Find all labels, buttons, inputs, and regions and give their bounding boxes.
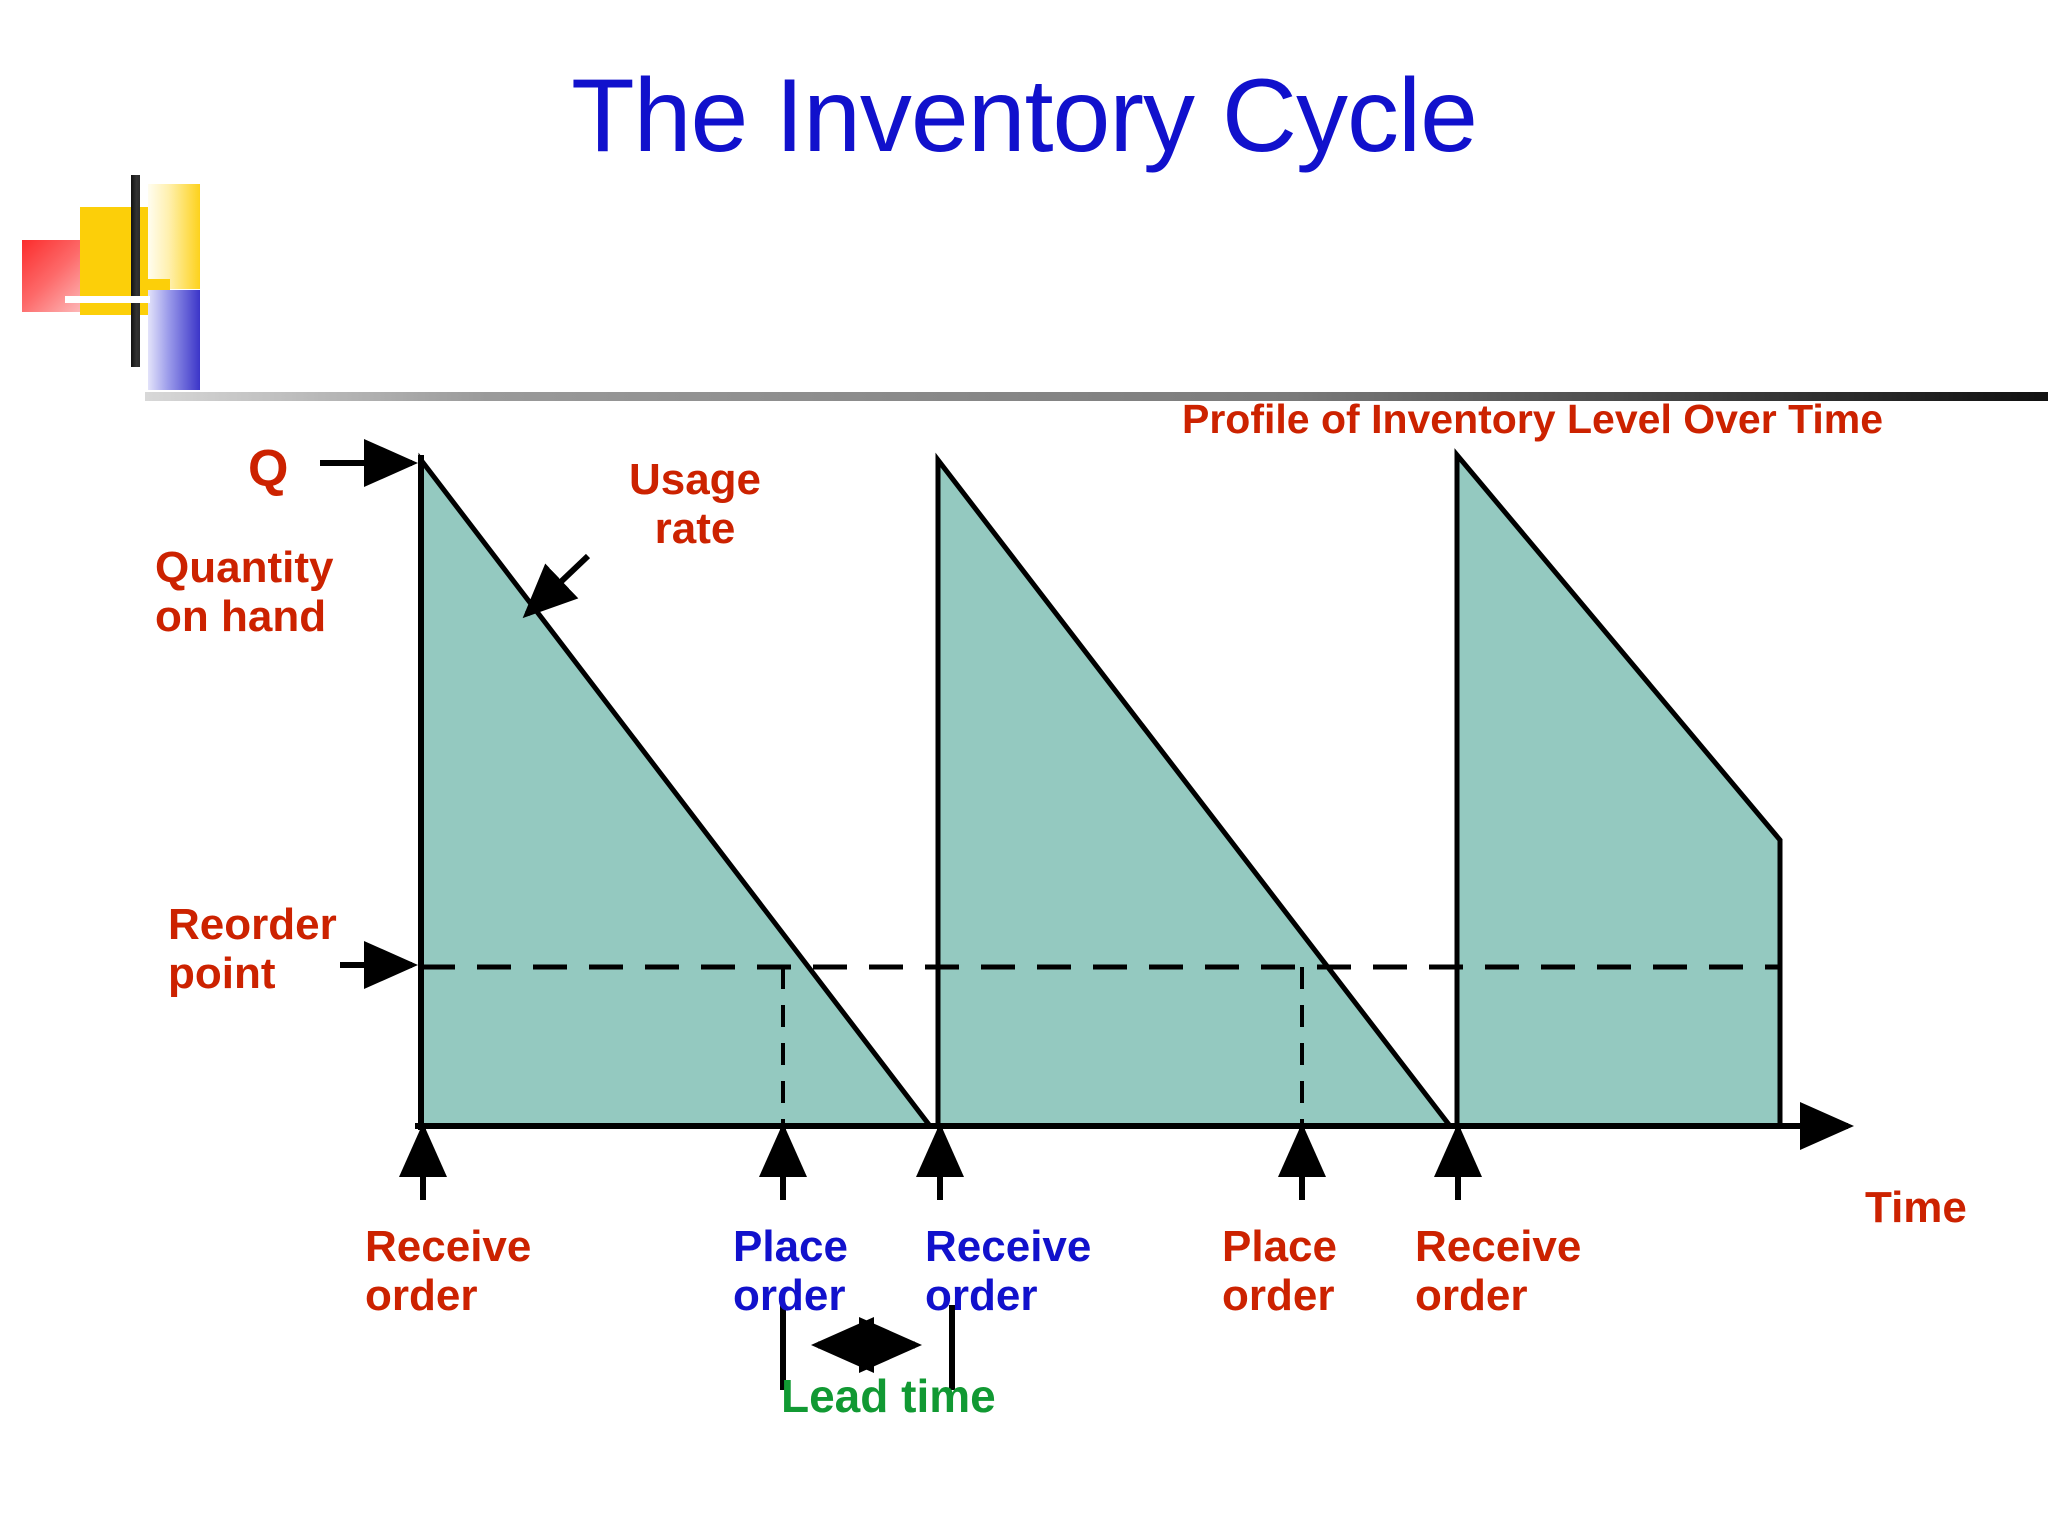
reorder-point-label: Reorder point bbox=[168, 900, 337, 999]
usage-rate-label: Usage rate bbox=[628, 455, 762, 554]
event-tick-arrows bbox=[399, 1123, 1482, 1200]
lead-time-label: Lead time bbox=[781, 1370, 996, 1422]
inventory-level-areas bbox=[418, 448, 1783, 1129]
logo-black-bar-icon bbox=[131, 175, 140, 367]
inventory-cycle-1 bbox=[418, 452, 936, 1129]
chart-caption: Profile of Inventory Level Over Time bbox=[1182, 396, 1884, 442]
inventory-cycle-2 bbox=[935, 452, 1456, 1129]
logo-white-tick-icon bbox=[65, 296, 150, 303]
event-label-receive-order-1: Receive order bbox=[365, 1222, 532, 1321]
event-label-place-order-1: Place order bbox=[733, 1222, 848, 1321]
event-label-place-order-2: Place order bbox=[1222, 1222, 1337, 1321]
logo-blue-block-icon bbox=[148, 290, 200, 390]
page-title: The Inventory Cycle bbox=[571, 58, 1478, 174]
usage-rate-leader-arrow bbox=[522, 553, 591, 619]
logo-yellow-small-block-icon bbox=[148, 279, 170, 291]
logo-yellow-front-block-icon bbox=[148, 184, 200, 289]
inventory-cycle-3 bbox=[1454, 448, 1783, 1129]
x-axis-label: Time bbox=[1865, 1183, 1967, 1232]
event-label-receive-order-3: Receive order bbox=[1415, 1222, 1582, 1321]
order-quantity-symbol: Q bbox=[248, 440, 289, 498]
lead-time-bracket bbox=[780, 1305, 955, 1390]
header-divider bbox=[145, 392, 2048, 401]
y-axis-label: Quantity on hand bbox=[155, 543, 334, 642]
decorative-block-logo bbox=[0, 160, 420, 420]
event-label-receive-order-2: Receive order bbox=[925, 1222, 1092, 1321]
